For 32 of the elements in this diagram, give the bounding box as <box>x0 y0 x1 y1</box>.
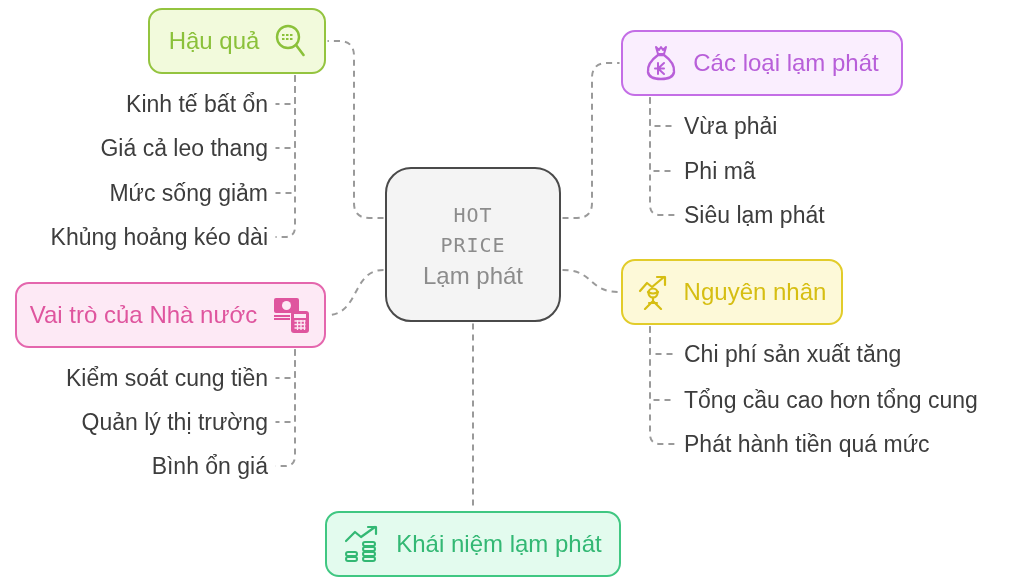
branch-title: Các loại lạm phát <box>693 49 879 77</box>
central-topic-title: Lạm phát <box>422 261 524 290</box>
subtopic-text: Khủng hoảng kéo dài <box>50 222 274 252</box>
branch-title: Hậu quả <box>168 27 260 55</box>
subtopic-text: Mức sống giảm <box>109 178 274 208</box>
dashed-connector <box>274 74 296 238</box>
subtopic-text: Quản lý thị trường <box>81 407 274 437</box>
branch-title: Vai trò của Nhà nước <box>29 301 258 329</box>
dashed-connector <box>326 40 385 219</box>
branch-topic-box <box>15 282 326 348</box>
subtopic-text: Tổng cầu cao hơn tổng cung <box>676 385 978 415</box>
dashed-connector <box>561 62 621 219</box>
dashed-connector <box>649 325 676 445</box>
subtopic-text: Vừa phải <box>676 111 778 141</box>
branch-topic-box <box>621 30 903 96</box>
subtopic-text: Siêu lạm phát <box>676 200 825 230</box>
subtopic-text: Kiểm soát cung tiền <box>66 363 274 393</box>
subtopic-text: Phi mã <box>676 156 756 186</box>
subtopic-text: Chi phí sản xuất tăng <box>676 339 902 369</box>
dashed-connector <box>561 269 621 293</box>
branch-topic-box <box>325 511 621 577</box>
branch-title: Nguyên nhân <box>683 278 827 306</box>
subtopic-text: Phát hành tiền quá mức <box>676 429 930 459</box>
subtopic-text: Giá cả leo thang <box>100 133 274 163</box>
subtopic-text: Bình ổn giá <box>151 451 274 481</box>
branch-topic-box <box>621 259 843 325</box>
subtopic-text: Kinh tế bất ổn <box>126 89 274 119</box>
hot-price-text: HOT PRICE <box>440 201 506 259</box>
dashed-connector <box>649 96 676 216</box>
branch-topic-box <box>148 8 326 74</box>
branch-title: Khái niệm lạm phát <box>396 530 602 558</box>
central-topic-box <box>385 167 561 322</box>
